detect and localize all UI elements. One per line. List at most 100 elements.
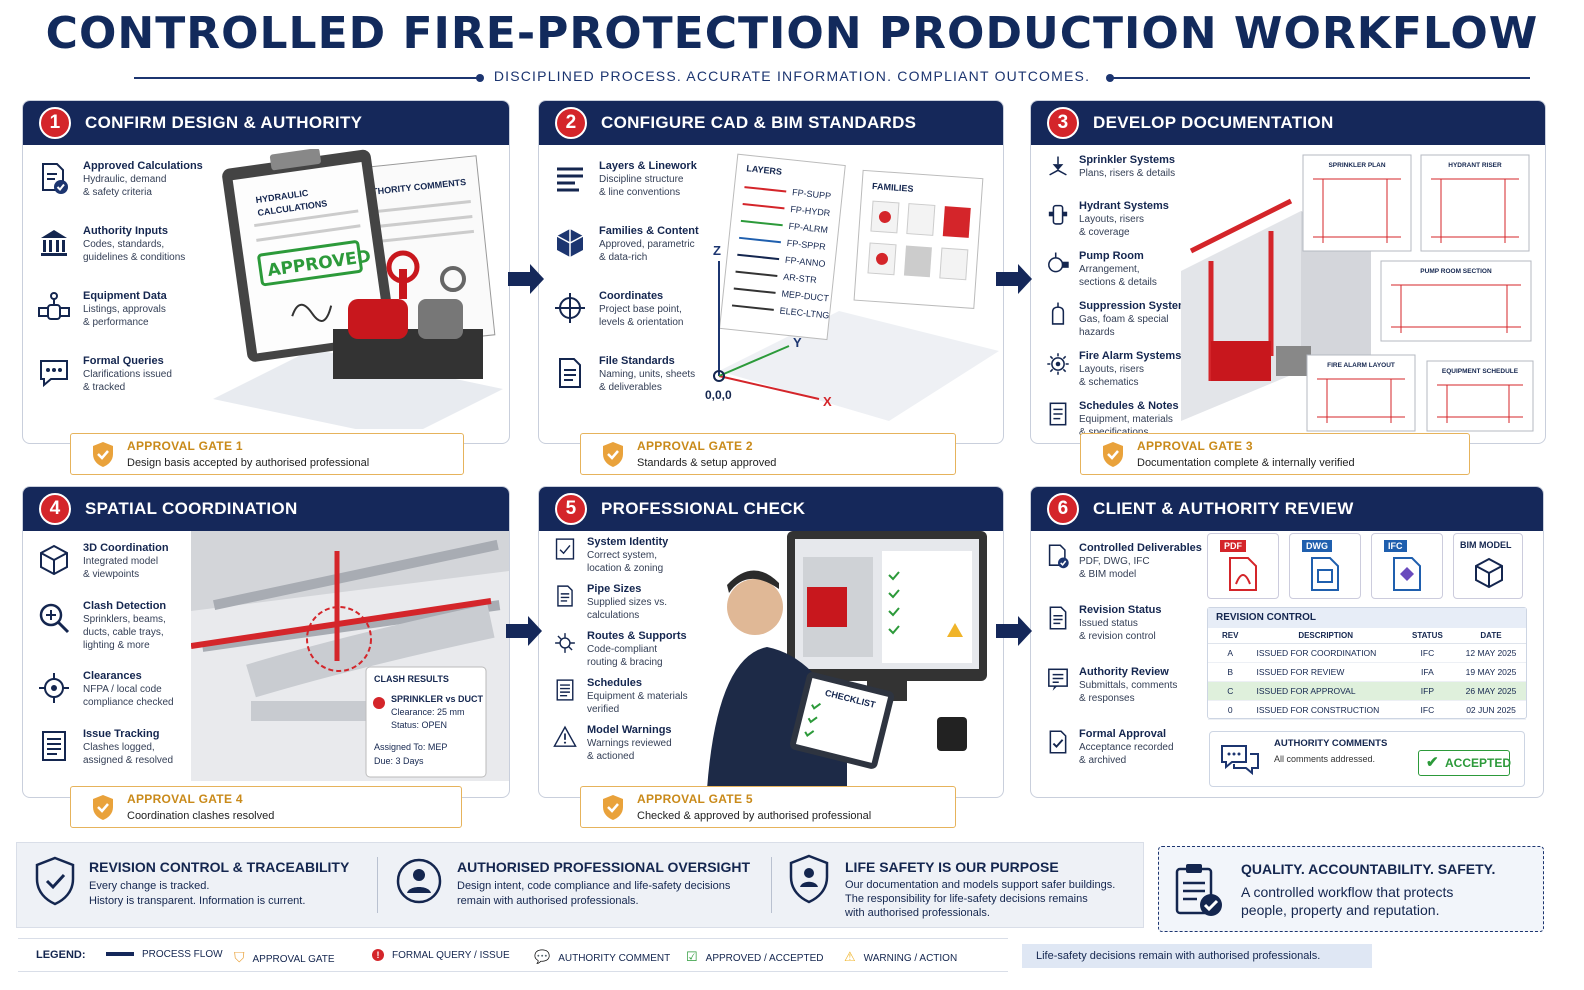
clash-results-title: CLASH RESULTS bbox=[374, 674, 449, 684]
item-title: Suppression Systems bbox=[1079, 300, 1194, 312]
item-desc: Sprinklers, beams, ducts, cable trays, l… bbox=[83, 614, 166, 651]
subtitle-rule bbox=[0, 70, 1584, 86]
comment-icon: 💬 bbox=[534, 949, 551, 964]
item-desc: Discipline structure & line conventions bbox=[599, 174, 684, 198]
column-header: DATE bbox=[1456, 628, 1526, 644]
gate-desc: Design basis accepted by authorised prof… bbox=[127, 457, 370, 469]
process-flow-arrow bbox=[996, 264, 1032, 294]
step-badge: 2 bbox=[555, 107, 587, 139]
item-desc: Gas, foam & special hazards bbox=[1079, 314, 1169, 338]
clipboard-check-icon bbox=[1175, 864, 1222, 916]
sheet-title: HYDRANT RISER bbox=[1448, 162, 1502, 169]
legend-approval-gate: ⛉APPROVAL GATE bbox=[234, 949, 335, 966]
principle-desc: Design intent, code compliance and life-… bbox=[457, 880, 731, 907]
page-subtitle: DISCIPLINED PROCESS. ACCURATE INFORMATIO… bbox=[493, 68, 1091, 84]
item-title: Pipe Sizes bbox=[587, 583, 642, 595]
origin-label: 0,0,0 bbox=[705, 388, 732, 402]
item-title: Controlled Deliverables bbox=[1079, 542, 1202, 554]
bim-label: BIM MODEL bbox=[1460, 540, 1512, 550]
principle-desc: Our documentation and models support saf… bbox=[845, 879, 1116, 919]
table-cell: IFC bbox=[1398, 643, 1457, 663]
sheet-title: SPRINKLER PLAN bbox=[1328, 162, 1385, 169]
check-doc-icon bbox=[1049, 730, 1067, 754]
comments-icon bbox=[1221, 745, 1259, 776]
item-title: Sprinkler Systems bbox=[1079, 154, 1175, 166]
pdf-label: PDF bbox=[1220, 540, 1246, 552]
item-title: Authority Inputs bbox=[83, 225, 168, 237]
layer-name: FP-HYDR bbox=[790, 204, 831, 218]
shield-check-icon bbox=[35, 856, 75, 906]
gate-title: APPROVAL GATE 3 bbox=[1137, 439, 1253, 453]
table-cell: 19 MAY 2025 bbox=[1456, 662, 1526, 682]
item-desc: Equipment, materials & specifications bbox=[1079, 414, 1173, 438]
sheet-linework bbox=[1313, 178, 1401, 243]
alarm-icon bbox=[1047, 353, 1069, 375]
legend-authority-comment: 💬 AUTHORITY COMMENT bbox=[534, 949, 670, 965]
table-cell: 12 MAY 2025 bbox=[1456, 643, 1526, 663]
panel-header: 2 CONFIGURE CAD & BIM STANDARDS bbox=[539, 101, 1003, 145]
item-title: Schedules & Notes bbox=[1079, 400, 1179, 412]
pdf-icon bbox=[1229, 557, 1257, 591]
gate-title: APPROVAL GATE 5 bbox=[637, 792, 753, 806]
id-icon bbox=[555, 538, 575, 560]
clash-status: Status: OPEN bbox=[391, 720, 447, 730]
authority-comments-card: AUTHORITY COMMENTS All comments addresse… bbox=[1209, 731, 1525, 787]
item-title: Revision Status bbox=[1079, 604, 1162, 616]
item-title: Issue Tracking bbox=[83, 728, 160, 740]
legend-text: WARNING / ACTION bbox=[863, 953, 958, 964]
families-title: FAMILIES bbox=[872, 181, 914, 194]
approval-gate-5: APPROVAL GATE 5 Checked & approved by au… bbox=[580, 786, 956, 828]
gate-desc: Checked & approved by authorised profess… bbox=[637, 810, 872, 822]
table-cell: ISSUED FOR APPROVAL bbox=[1252, 681, 1399, 701]
layer-line bbox=[733, 287, 776, 294]
gate-title: APPROVAL GATE 2 bbox=[637, 439, 753, 453]
gate-title: APPROVAL GATE 1 bbox=[127, 439, 243, 453]
table-cell: IFP bbox=[1398, 681, 1457, 701]
table-cell: C bbox=[1208, 681, 1253, 701]
clash-assigned: Assigned To: MEP bbox=[374, 742, 447, 752]
cube-icon bbox=[1475, 557, 1503, 589]
item-desc: Arrangement, sections & details bbox=[1079, 264, 1157, 288]
pdf-tile: PDF bbox=[1207, 533, 1279, 599]
item-title: Approved Calculations bbox=[83, 160, 203, 172]
shield-check-icon bbox=[93, 442, 113, 467]
check-icon: ✔ bbox=[1426, 754, 1439, 771]
item-desc: Naming, units, sheets & deliverables bbox=[599, 369, 696, 393]
ifc-label: IFC bbox=[1384, 540, 1407, 552]
table-cell: ISSUED FOR COORDINATION bbox=[1252, 643, 1399, 663]
shield-icon: ⛉ bbox=[234, 949, 245, 965]
layer-line bbox=[739, 236, 781, 244]
legend-formal-query: !FORMAL QUERY / ISSUE bbox=[372, 949, 510, 961]
layer-line bbox=[740, 219, 783, 227]
cad-standards-illustration: LAYERS FP-SUPPFP-HYDRFP-ALRMFP-SPPRFP-AN… bbox=[705, 153, 999, 421]
table-cell: B bbox=[1208, 662, 1253, 682]
drawing-sheet bbox=[1420, 154, 1530, 252]
file-icon bbox=[1049, 606, 1067, 630]
item-desc: Listings, approvals & performance bbox=[83, 304, 166, 328]
legend-text: AUTHORITY COMMENT bbox=[558, 953, 671, 964]
route-icon bbox=[555, 633, 575, 653]
list-icon bbox=[556, 679, 574, 701]
document-check-icon bbox=[42, 163, 68, 194]
table-cell: ISSUED FOR REVIEW bbox=[1252, 662, 1399, 682]
panel-title: CONFIGURE CAD & BIM STANDARDS bbox=[601, 113, 917, 132]
